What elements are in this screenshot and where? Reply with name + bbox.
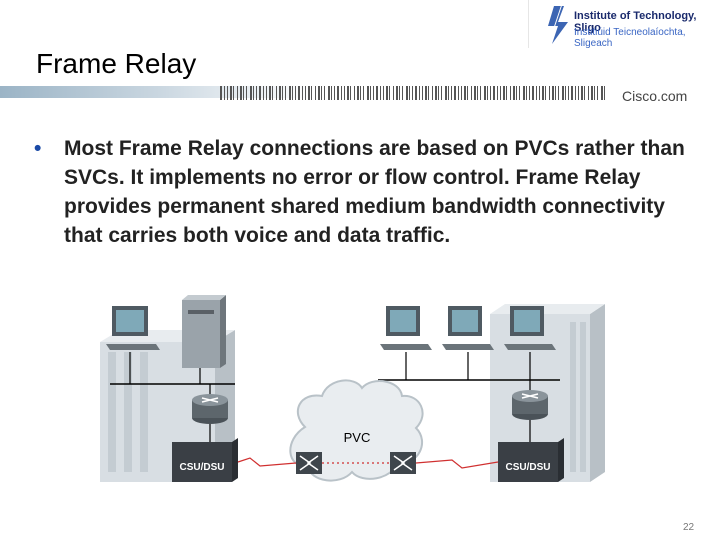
institute-name-irish: Institiúid Teicneolaíochta, Sligeach xyxy=(574,27,686,49)
csu-dsu-right: CSU/DSU xyxy=(498,438,564,482)
workstation-icon xyxy=(504,306,556,350)
workstation-icon xyxy=(380,306,432,350)
institute-logo xyxy=(527,0,720,48)
frame-relay-switch-icon xyxy=(296,452,322,474)
router-icon xyxy=(192,394,228,424)
institute-name: Institute of Technology, Sligo xyxy=(574,10,697,34)
bullet-item: • Most Frame Relay connections are based… xyxy=(34,134,694,250)
workstation-icon xyxy=(106,306,160,350)
csu-dsu-left-label: CSU/DSU xyxy=(179,462,224,473)
router-icon xyxy=(512,390,548,420)
server-icon xyxy=(182,295,226,368)
bullet-text: Most Frame Relay connections are based o… xyxy=(64,137,685,247)
csu-dsu-left: CSU/DSU xyxy=(172,438,238,482)
network-diagram: CSU/DSU xyxy=(100,292,610,497)
frame-relay-switch-icon xyxy=(390,452,416,474)
bullet-dot: • xyxy=(34,137,42,160)
slide-title: Frame Relay xyxy=(36,48,197,79)
workstation-icon xyxy=(442,306,494,350)
header-divider xyxy=(0,84,720,102)
frame-relay-cloud: PVC xyxy=(289,379,424,482)
page-number: 22 xyxy=(683,522,695,533)
pvc-label: PVC xyxy=(344,430,371,445)
csu-dsu-right-label: CSU/DSU xyxy=(505,462,550,473)
cisco-logo-text: Cisco.com xyxy=(622,88,688,104)
